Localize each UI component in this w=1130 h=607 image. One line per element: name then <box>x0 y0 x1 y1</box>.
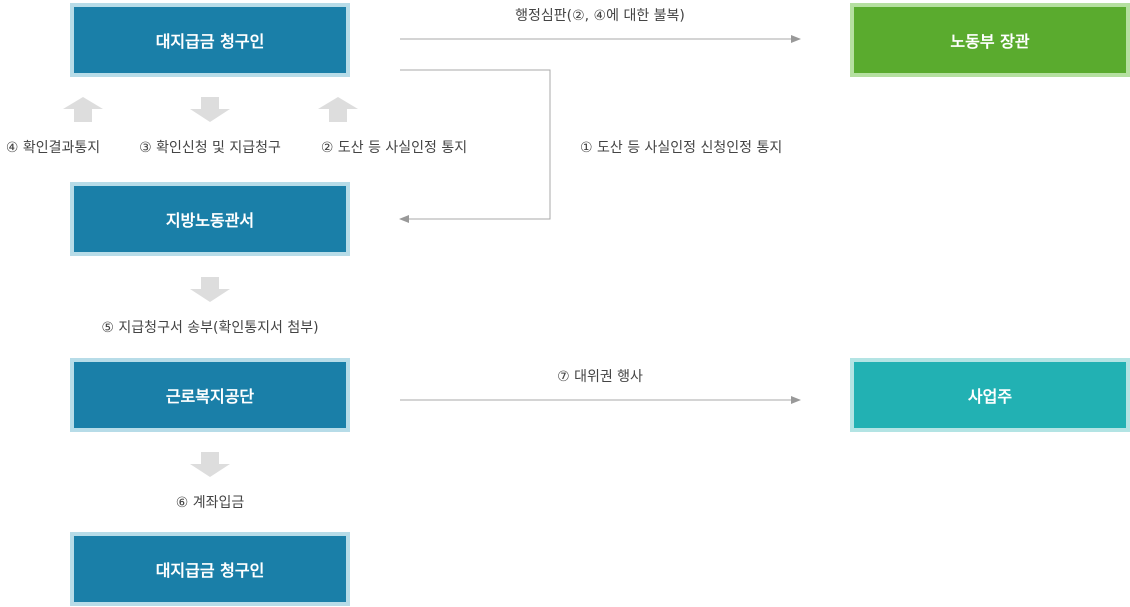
label-step2: ② 도산 등 사실인정 통지 <box>320 140 468 156</box>
label-admin-appeal: 행정심판(②, ④에 대한 불복) <box>515 8 685 24</box>
node-labor-office-label: 지방노동관서 <box>165 211 255 230</box>
big-down-arrow-step3 <box>190 97 230 122</box>
big-down-arrow-step5 <box>190 277 230 302</box>
node-applicant-bottom-label: 대지급금 청구인 <box>155 561 265 580</box>
label-step4: ④ 확인결과통지 <box>5 140 101 156</box>
node-welfare-corp-label: 근로복지공단 <box>165 387 255 406</box>
big-up-arrow-step2 <box>318 97 358 122</box>
big-up-arrow-step4 <box>63 97 103 122</box>
label-step3: ③ 확인신청 및 지급청구 <box>139 140 281 156</box>
node-welfare-corp: 근로복지공단 <box>70 358 350 432</box>
node-labor-office: 지방노동관서 <box>70 182 350 256</box>
node-applicant-top: 대지급금 청구인 <box>70 3 350 77</box>
node-employer-label: 사업주 <box>967 387 1013 406</box>
node-employer: 사업주 <box>850 358 1130 432</box>
label-step1: ① 도산 등 사실인정 신청인정 통지 <box>580 140 783 156</box>
arrow-elbow-to-labor-office <box>399 69 551 223</box>
node-minister: 노동부 장관 <box>850 3 1130 77</box>
node-minister-label: 노동부 장관 <box>950 32 1030 51</box>
label-step7: ⑦ 대위권 행사 <box>557 369 643 385</box>
big-down-arrow-step6 <box>190 452 230 477</box>
node-applicant-bottom: 대지급금 청구인 <box>70 532 350 606</box>
label-step5: ⑤ 지급청구서 송부(확인통지서 첨부) <box>101 320 319 336</box>
node-applicant-top-label: 대지급금 청구인 <box>155 32 265 51</box>
label-step6: ⑥ 계좌입금 <box>175 495 245 511</box>
